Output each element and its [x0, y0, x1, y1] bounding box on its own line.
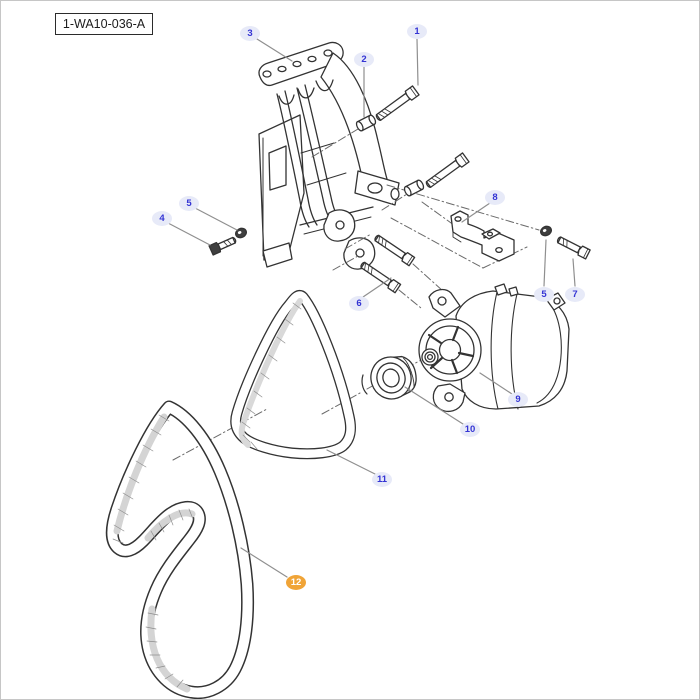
callout-11[interactable]: 11: [372, 471, 392, 487]
washer-part-5-right: [540, 225, 552, 237]
callout-1[interactable]: 1: [407, 23, 427, 39]
spacer-part-2: [355, 114, 377, 132]
leader-line-4: [167, 222, 211, 246]
leader-lines: [167, 38, 576, 578]
callout-4[interactable]: 4: [152, 210, 172, 226]
leader-line-7: [572, 258, 576, 287]
callout-7[interactable]: 7: [565, 286, 585, 302]
bolt-part-1b: [425, 152, 470, 188]
support-bracket-part-8: [450, 210, 515, 262]
leader-line-11: [326, 449, 376, 475]
leader-line-12: [240, 547, 288, 578]
callout-5[interactable]: 5: [179, 195, 199, 211]
bolt-part-1: [375, 85, 420, 121]
leader-line-8: [461, 202, 491, 223]
callout-9[interactable]: 9: [508, 391, 528, 407]
pulley-part-10: [361, 355, 417, 400]
leader-line-6: [362, 277, 392, 298]
spacer-part-2b: [403, 179, 425, 197]
callout-3[interactable]: 3: [240, 25, 260, 41]
leader-line-10: [404, 386, 464, 425]
callout-12[interactable]: 12: [286, 574, 306, 590]
callout-6[interactable]: 6: [349, 295, 369, 311]
leader-line-1: [416, 38, 419, 86]
callout-2[interactable]: 2: [354, 51, 374, 67]
leader-line-5: [194, 207, 238, 231]
callout-10[interactable]: 10: [460, 421, 480, 437]
leader-line-5: [543, 239, 547, 287]
callout-5[interactable]: 5: [534, 286, 554, 302]
belt-part-11: [230, 289, 357, 460]
leader-line-9: [479, 372, 513, 395]
leader-line-3: [256, 38, 293, 62]
bolt-part-6b: [360, 261, 402, 294]
bolt-part-4: [208, 236, 237, 256]
washer-part-5-left: [235, 227, 247, 239]
belt-part-12: [105, 400, 255, 699]
part-number-label: 1-WA10-036-A: [55, 13, 153, 35]
bolt-part-7: [556, 236, 591, 260]
callout-8[interactable]: 8: [485, 189, 505, 205]
bolt-part-6a: [374, 234, 416, 267]
mounting-bracket-part: [258, 41, 400, 270]
alternator-part-9: [418, 283, 570, 413]
